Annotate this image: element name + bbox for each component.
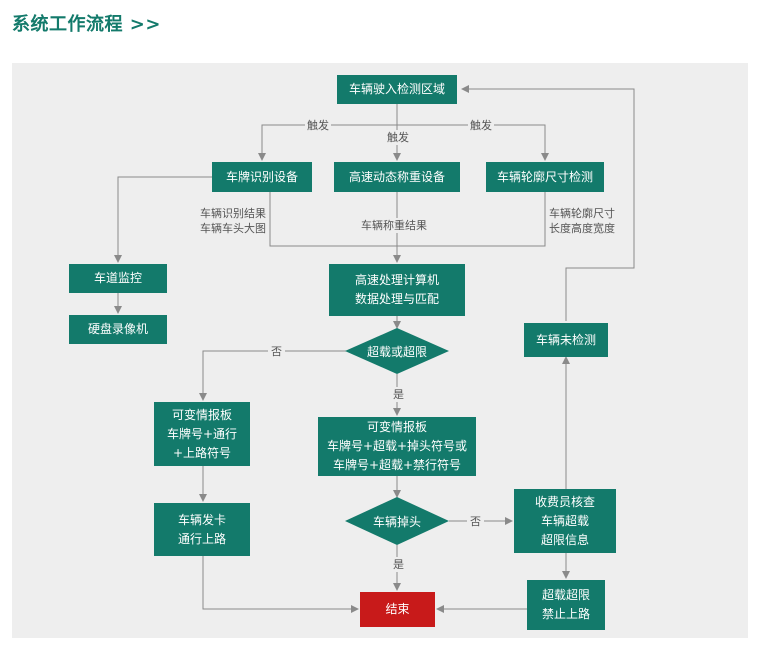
weighing-device-box: 高速动态称重设备 <box>334 162 460 192</box>
arrow-loop-enter <box>461 85 635 321</box>
not-detected-text: 车辆未检测 <box>535 332 596 347</box>
overlimit-box: 超载超限 禁止上路 <box>527 580 605 630</box>
dvr-text: 硬盘录像机 <box>87 322 148 336</box>
uturn-decision-text: 车辆掉头 <box>372 515 421 529</box>
card-issue-box: 车辆发卡 通行上路 <box>154 503 250 556</box>
overload-decision-text: 超载或超限 <box>366 345 427 359</box>
plate-recognition-box: 车牌识别设备 <box>212 162 312 192</box>
plate-result-line-2: 车辆车头大图 <box>200 222 266 235</box>
sign-mid-box: 可变情报板 车牌号+超载+掉头符号或 车牌号+超载+禁行符号 <box>318 417 476 476</box>
arrow-card-end <box>202 556 359 613</box>
no-label-2: 否 <box>467 514 484 529</box>
computer-line-1: 高速处理计算机 <box>354 273 439 287</box>
cashier-line-2: 车辆超载 <box>540 513 589 528</box>
arrow-enter-profile <box>397 124 549 161</box>
line-plate-merge <box>269 192 397 247</box>
overload-decision-diamond <box>345 328 449 374</box>
sign-mid-line-3: 车牌号+超载+禁行符号 <box>332 458 462 472</box>
trigger-right-label: 触发 <box>468 118 494 133</box>
profile-result-line-2: 长度高度宽度 <box>549 222 615 235</box>
cashier-check-box: 收费员核查 车辆超载 超限信息 <box>514 489 616 553</box>
cashier-line-1: 收费员核查 <box>534 494 595 509</box>
plate-recognition-text: 车牌识别设备 <box>225 169 298 184</box>
overlimit-line-1: 超载超限 <box>541 588 590 602</box>
sign-mid-line-2: 车牌号+超载+掉头符号或 <box>326 439 468 453</box>
profile-result-line-1: 车辆轮廓尺寸 <box>549 207 615 220</box>
lane-monitor-box: 车道监控 <box>69 264 167 293</box>
trigger-mid-label: 触发 <box>385 130 411 145</box>
not-detected-box: 车辆未检测 <box>524 323 608 357</box>
uturn-decision-diamond <box>345 497 449 545</box>
dvr-box: 硬盘录像机 <box>69 315 167 344</box>
end-text: 结束 <box>385 602 410 616</box>
lane-monitor-text: 车道监控 <box>93 271 142 285</box>
profile-detection-text: 车辆轮廓尺寸检测 <box>496 169 593 184</box>
arrow-enter-plate <box>258 124 397 161</box>
cashier-line-3: 超限信息 <box>540 532 589 547</box>
yes-label-1: 是 <box>391 387 406 402</box>
card-issue-line-2: 通行上路 <box>177 531 226 546</box>
profile-result-label: 车辆轮廓尺寸 长度高度宽度 <box>549 206 639 236</box>
plate-result-label: 车辆识别结果 车辆车头大图 <box>176 206 266 236</box>
plate-result-line-1: 车辆识别结果 <box>200 207 266 220</box>
sign-left-box: 可变情报板 车牌号+通行 +上路符号 <box>154 402 250 466</box>
trigger-left-label: 触发 <box>305 118 331 133</box>
profile-detection-box: 车辆轮廓尺寸检测 <box>486 162 604 192</box>
sign-left-line-1: 可变情报板 <box>171 407 232 422</box>
yes-label-2: 是 <box>391 557 406 572</box>
sign-mid-line-1: 可变情报板 <box>366 420 427 434</box>
computer-box: 高速处理计算机 数据处理与匹配 <box>329 264 465 316</box>
enter-detection-text: 车辆驶入检测区域 <box>348 82 445 96</box>
arrow-no-sign-left <box>199 350 346 401</box>
overlimit-line-2: 禁止上路 <box>541 607 590 621</box>
page-title: 系统工作流程 >> <box>12 14 161 35</box>
sign-left-line-2: 车牌号+通行 <box>166 426 238 441</box>
sign-left-line-3: +上路符号 <box>172 445 232 460</box>
weighing-device-text: 高速动态称重设备 <box>348 169 445 184</box>
card-issue-line-1: 车辆发卡 <box>177 512 226 527</box>
end-box: 结束 <box>360 592 435 627</box>
line-profile-merge <box>397 192 546 247</box>
arrow-plate-monitor <box>114 176 212 263</box>
enter-detection-box: 车辆驶入检测区域 <box>337 75 457 104</box>
no-label-1: 否 <box>268 344 285 359</box>
computer-line-2: 数据处理与匹配 <box>354 292 439 306</box>
weigh-result-label: 车辆称重结果 <box>358 218 430 233</box>
